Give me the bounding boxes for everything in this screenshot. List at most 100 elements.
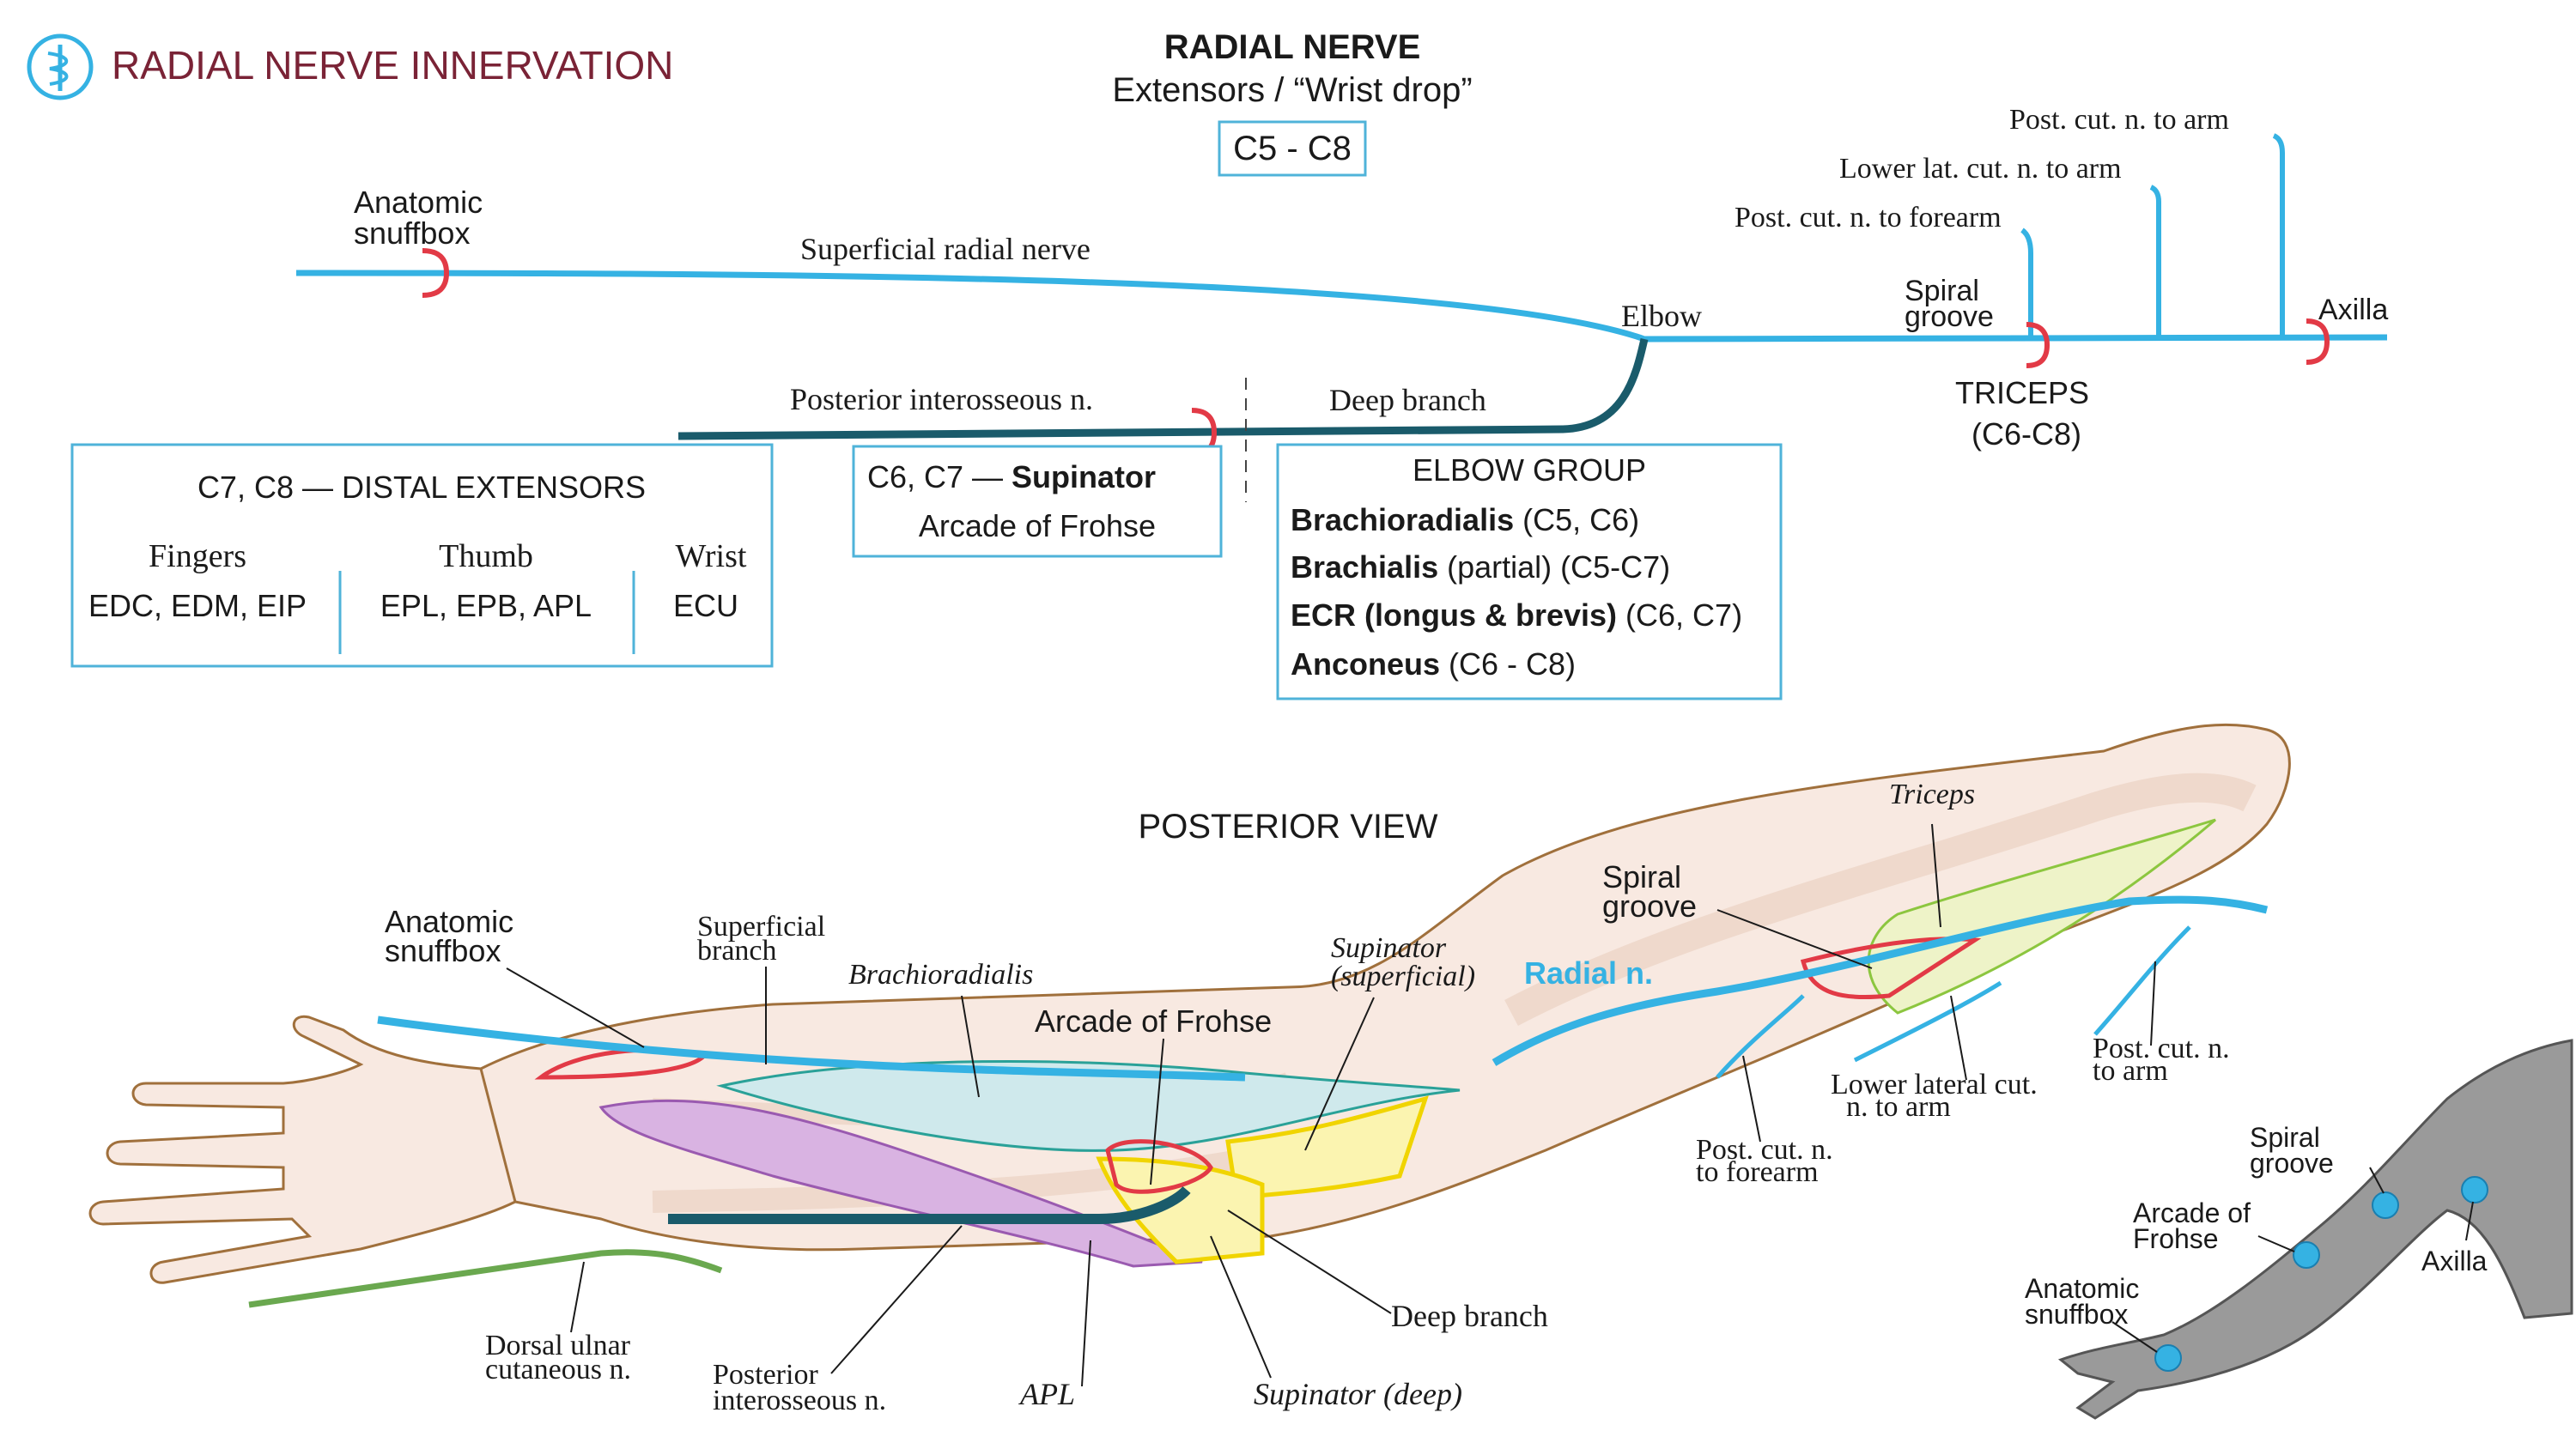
posterior-view-title: POSTERIOR VIEW bbox=[1139, 808, 1438, 846]
spiral-groove-region bbox=[1800, 937, 1982, 1000]
pv-radial-n: Radial n. bbox=[1524, 955, 1653, 991]
main-radial-nerve-line bbox=[1643, 334, 2388, 343]
post-cut-arm-branch bbox=[2272, 133, 2285, 337]
mini-dot-arcade bbox=[2293, 1241, 2320, 1269]
pv-dorsal-ulnar-line1: Dorsal ulnar bbox=[485, 1330, 631, 1361]
app-title: RADIAL NERVE INNERVATION bbox=[112, 43, 673, 88]
pv-post-forearm: Post. cut. n. to forearm bbox=[1696, 1134, 1840, 1188]
snuffbox-marker bbox=[422, 248, 450, 298]
mini-dot-axilla bbox=[2461, 1176, 2488, 1203]
elbow-group-box bbox=[1276, 443, 1783, 700]
pv-post-arm: Post. cut. n. to arm bbox=[2093, 1033, 2237, 1087]
cutaneous-arm-branch-1 bbox=[1853, 980, 2002, 1063]
radial-nerve-main bbox=[1492, 895, 2269, 1066]
mini-dot-snuffbox bbox=[2154, 1344, 2182, 1372]
mini-dot-spiral bbox=[2372, 1191, 2399, 1219]
humerus-bone bbox=[1504, 773, 2257, 1027]
roots-label: C5 - C8 bbox=[1233, 130, 1352, 167]
mini-snuffbox-line2: snuffbox bbox=[2025, 1299, 2128, 1330]
mini-spiral-line1: Spiral bbox=[2250, 1122, 2320, 1153]
elbow-item-4-roots: (C6 - C8) bbox=[1440, 646, 1576, 682]
distal-box-title: C7, C8 — DISTAL EXTENSORS bbox=[197, 470, 646, 505]
pv-pin-line1: Posterior bbox=[713, 1359, 818, 1391]
pv-superficial-line2: branch bbox=[697, 935, 777, 967]
roots-box bbox=[1218, 120, 1367, 177]
arcade-region bbox=[1105, 1139, 1213, 1194]
schematic-elbow: Elbow bbox=[1621, 299, 1702, 333]
mini-snuffbox-line1: Anatomic bbox=[2025, 1273, 2139, 1304]
elbow-item-3-roots: (C6, C7) bbox=[1617, 597, 1742, 633]
cutaneous-forearm-branch bbox=[1716, 994, 1805, 1079]
logo-icon bbox=[27, 33, 94, 100]
pv-lower-lat: Lower lateral cut. n. to arm bbox=[1831, 1069, 2044, 1123]
deep-branch-nerve bbox=[668, 1185, 1191, 1224]
pv-arcade: Arcade of Frohse bbox=[1035, 1003, 1272, 1039]
elbow-item-4-muscle: Anconeus bbox=[1291, 646, 1440, 682]
pv-lower-lat-line2: n. to arm bbox=[1846, 1091, 1951, 1123]
pv-superficial-line1: Superficial bbox=[697, 911, 825, 943]
pv-spiral-line1: Spiral bbox=[1602, 859, 1681, 894]
distal-col-fingers-muscles: EDC, EDM, EIP bbox=[88, 588, 307, 623]
mini-arm-silhouette bbox=[2057, 1039, 2573, 1420]
schematic-snuffbox: Anatomic snuffbox bbox=[354, 185, 491, 251]
schematic-post-cut-arm: Post. cut. n. to arm bbox=[2009, 104, 2229, 136]
pv-triceps: Triceps bbox=[1889, 779, 1975, 810]
pv-lower-lat-line1: Lower lateral cut. bbox=[1831, 1069, 2038, 1100]
supinator-roots: C6, C7 — bbox=[867, 459, 1012, 494]
schematic-lower-lat-cut-arm: Lower lat. cut. n. to arm bbox=[1839, 153, 2122, 185]
supinator-superficial-muscle bbox=[1225, 1095, 1429, 1200]
distal-col-thumb-muscles: EPL, EPB, APL bbox=[380, 588, 592, 623]
spiral-groove-marker bbox=[2026, 322, 2050, 368]
elbow-item-1-muscle: Brachioradialis bbox=[1291, 502, 1514, 537]
triceps-label: TRICEPS bbox=[1955, 375, 2089, 410]
elbow-item-1-roots: (C5, C6) bbox=[1514, 502, 1639, 537]
pv-apl: APL bbox=[1018, 1377, 1075, 1411]
elbow-item-3-muscle: ECR (longus & brevis) bbox=[1291, 597, 1617, 633]
mini-arm: Spiral groove Axilla Arcade of Frohse An… bbox=[2025, 1039, 2573, 1420]
diagram-subtitle: Extensors / “Wrist drop” bbox=[1112, 71, 1472, 109]
axilla-marker bbox=[2306, 318, 2330, 365]
pv-post-arm-line2: to arm bbox=[2093, 1055, 2168, 1087]
pv-dorsal-ulnar: Dorsal ulnar cutaneous n. bbox=[485, 1330, 638, 1385]
elbow-item-1: Brachioradialis (C5, C6) bbox=[1291, 502, 1639, 537]
elbow-item-4: Anconeus (C6 - C8) bbox=[1291, 646, 1576, 682]
schematic-triceps: TRICEPS (C6-C8) bbox=[1955, 375, 2098, 452]
mini-axilla: Axilla bbox=[2421, 1246, 2488, 1276]
mini-snuffbox: Anatomic snuffbox bbox=[2025, 1273, 2147, 1330]
pv-post-arm-line1: Post. cut. n. bbox=[2093, 1033, 2230, 1064]
pv-pin: Posterior interosseous n. bbox=[713, 1359, 886, 1416]
distal-col-fingers-head: Fingers bbox=[149, 538, 246, 574]
pv-sup-deep: Supinator (deep) bbox=[1254, 1377, 1462, 1411]
schematic-post-cut-forearm: Post. cut. n. to forearm bbox=[1735, 202, 2002, 233]
elbow-item-2-roots: (partial) (C5-C7) bbox=[1438, 549, 1670, 585]
mini-spiral: Spiral groove bbox=[2250, 1122, 2334, 1179]
mini-spiral-line2: groove bbox=[2250, 1148, 2334, 1179]
superficial-radial-nerve-line bbox=[295, 270, 1646, 343]
supinator-site: Arcade of Frohse bbox=[919, 508, 1156, 543]
mini-arcade-line2: Frohse bbox=[2133, 1223, 2219, 1254]
pv-snuffbox-line1: Anatomic bbox=[385, 904, 513, 939]
cutaneous-arm-branch-2 bbox=[2093, 925, 2191, 1036]
lower-lat-cut-arm-branch bbox=[2149, 185, 2161, 338]
pv-snuffbox: Anatomic snuffbox bbox=[385, 904, 522, 968]
pv-spiral-line2: groove bbox=[1602, 888, 1697, 924]
pv-snuffbox-line2: snuffbox bbox=[385, 933, 501, 968]
post-cut-forearm-branch bbox=[2020, 227, 2033, 339]
pv-sup-superficial-line2: (superficial) bbox=[1331, 961, 1475, 992]
elbow-item-3: ECR (longus & brevis) (C6, C7) bbox=[1291, 597, 1742, 633]
schematic-snuffbox-line1: Anatomic bbox=[354, 185, 483, 220]
pv-pin-line2: interosseous n. bbox=[713, 1385, 886, 1416]
schematic-axilla: Axilla bbox=[2318, 294, 2388, 326]
schematic-snuffbox-line2: snuffbox bbox=[354, 215, 470, 251]
schematic-spiral-groove: Spiral groove bbox=[1905, 275, 1994, 333]
supinator-box-line1: C6, C7 — Supinator bbox=[867, 459, 1156, 494]
mini-arcade: Arcade of Frohse bbox=[2133, 1197, 2258, 1254]
pv-sup-superficial-line1: Supinator bbox=[1331, 932, 1447, 964]
distal-col-thumb-head: Thumb bbox=[439, 538, 533, 574]
pv-superficial: Superficial branch bbox=[697, 911, 833, 967]
supinator-muscle: Supinator bbox=[1012, 459, 1156, 494]
dorsal-ulnar-nerve bbox=[248, 1249, 723, 1308]
leader-lines bbox=[506, 823, 2156, 1387]
schematic-deep-branch: Deep branch bbox=[1329, 383, 1486, 417]
